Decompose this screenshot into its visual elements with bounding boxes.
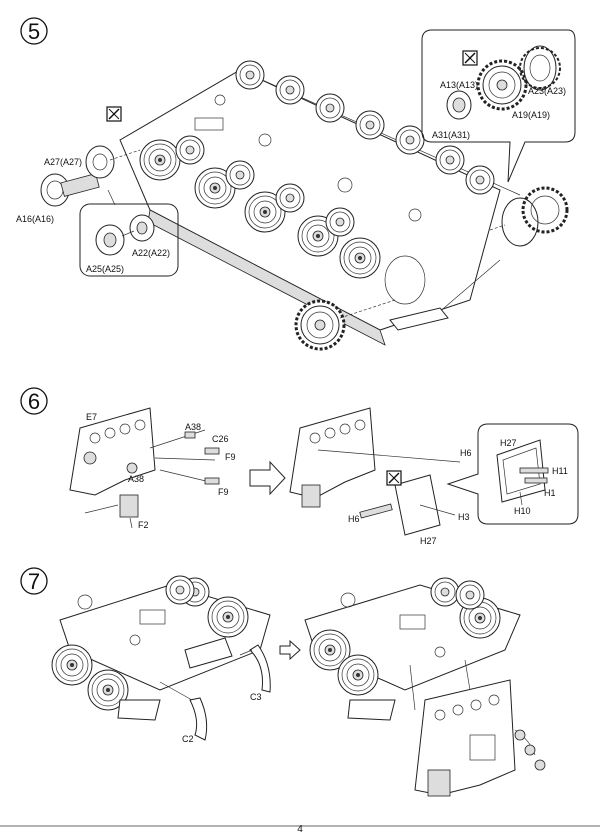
label-h6-left: H6 (348, 514, 360, 524)
label-a38-top: A38 (185, 422, 201, 432)
rear-plate-attach (414, 679, 546, 797)
step-5-number: 5 (28, 19, 40, 44)
step-6: 6 E7 A38 A38 C26 F9 F9 F2 (20, 387, 579, 546)
rear-plate-e7-left: E7 A38 A38 C26 F9 F9 F2 (69, 407, 236, 530)
step-6-arrow (249, 460, 286, 496)
label-c2: C2 (182, 734, 194, 744)
step-5: 5 (16, 17, 576, 351)
label-h27-bottom: H27 (420, 536, 437, 546)
idler-exploded-view: A27(A27) A16(A16) (16, 145, 141, 224)
label-h3: H3 (458, 512, 470, 522)
idler-detail-callout: A25(A25) A22(A22) (79, 189, 179, 277)
no-glue-icon (106, 106, 122, 122)
label-f9-top: F9 (225, 452, 236, 462)
step-7: 7 C2 C3 (20, 567, 546, 797)
label-h1: H1 (544, 488, 556, 498)
label-a22: A22(A22) (132, 248, 170, 258)
label-a31: A31(A31) (432, 130, 470, 140)
label-a23: A23(A23) (528, 86, 566, 96)
label-a38-bottom: A38 (128, 474, 144, 484)
label-a13: A13(A13) (440, 80, 478, 90)
page-number: 4 (297, 824, 303, 835)
label-a19: A19(A19) (512, 110, 550, 120)
label-a25: A25(A25) (86, 264, 124, 274)
hull-rear-left: C2 C3 (51, 575, 271, 744)
label-h6-right: H6 (460, 448, 472, 458)
label-f9-bottom: F9 (218, 487, 229, 497)
step-7-arrow (279, 639, 301, 661)
label-f2: F2 (138, 520, 149, 530)
step-7-number-badge: 7 (20, 567, 48, 595)
label-c26: C26 (212, 434, 229, 444)
label-h11: H11 (552, 466, 568, 476)
step-6-number: 6 (28, 389, 40, 414)
label-e7: E7 (86, 412, 97, 422)
page-footer: 4 (0, 824, 600, 835)
h27-detail-callout: H27 H11 H1 H10 (446, 423, 579, 525)
step-7-number: 7 (28, 569, 40, 594)
sprocket-detail-callout: A13(A13) A31(A31) A19(A19) A23(A23) (421, 29, 576, 183)
step-6-number-badge: 6 (20, 387, 48, 415)
label-a16: A16(A16) (16, 214, 54, 224)
hull-rear-right (304, 577, 521, 721)
step-5-number-badge: 5 (20, 17, 48, 45)
label-h27-top: H27 (500, 438, 517, 448)
drive-sprocket-rear (489, 186, 569, 247)
label-c3: C3 (250, 692, 262, 702)
label-h10: H10 (514, 506, 531, 516)
label-a27: A27(A27) (44, 157, 82, 167)
rear-plate-assembled: H6 H6 H3 H27 (289, 407, 472, 546)
